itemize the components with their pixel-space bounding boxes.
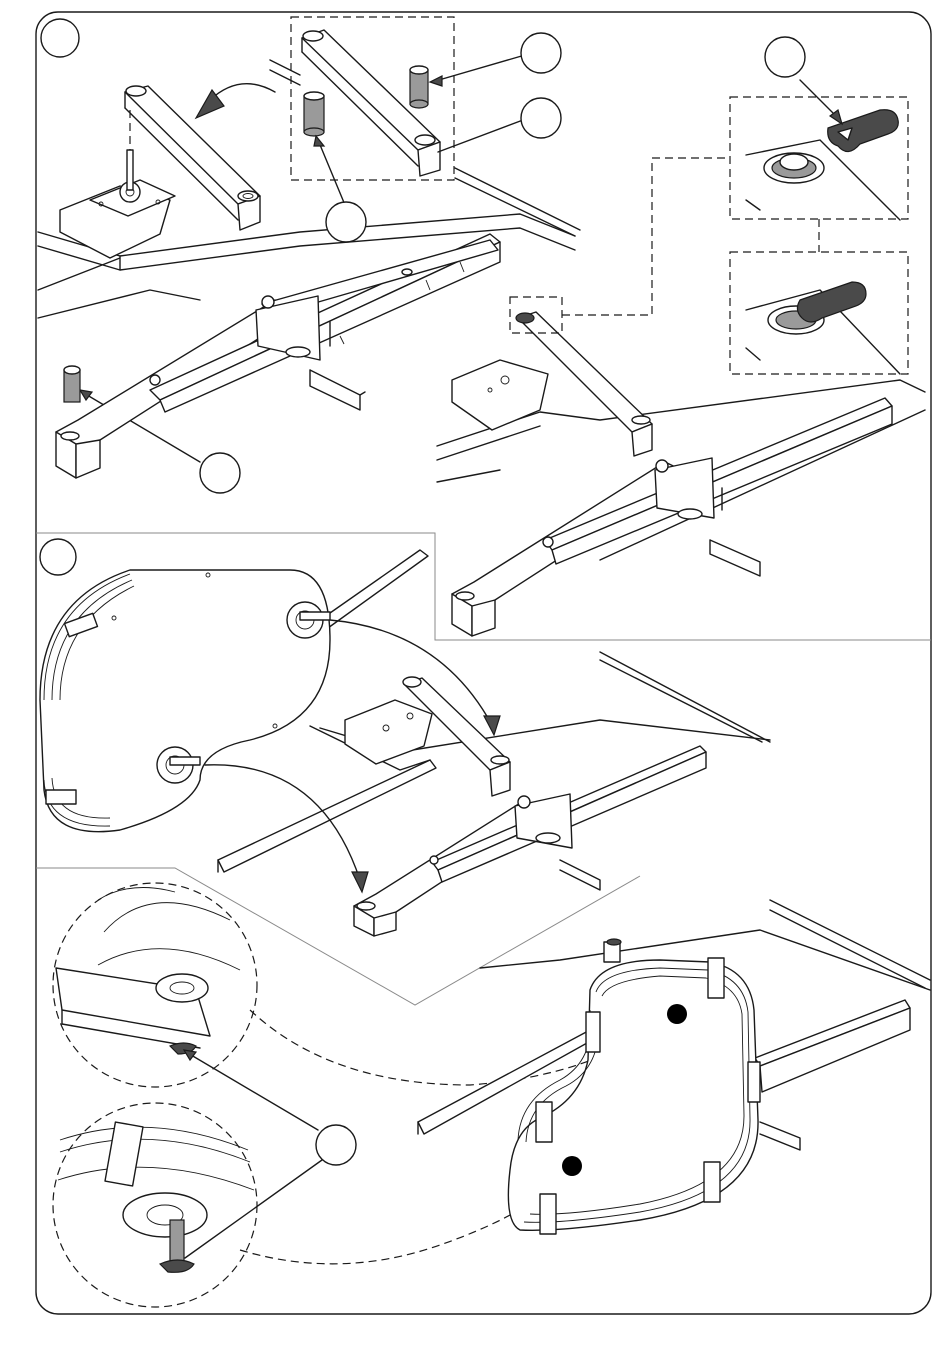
panel-3-rail <box>755 1000 910 1092</box>
panel-1-right-mounting-plate <box>452 360 548 430</box>
step-1-circle <box>41 19 79 57</box>
callout-wrench <box>765 37 842 124</box>
panel-3-kidney-shelf <box>508 939 760 1234</box>
callout-part-c <box>326 202 366 242</box>
panel-1-swap-arrow <box>210 84 275 100</box>
panel-1-spacer-tube-right <box>410 66 428 108</box>
callout-part-a <box>521 33 561 73</box>
panel-1-swap-arrowhead-icon <box>196 90 224 118</box>
panel-1-spacer-tube-left <box>304 92 324 136</box>
panel-2-mounting-plate <box>345 700 432 764</box>
callout-part-d <box>200 453 240 493</box>
panel-1-mounting-plate <box>60 110 175 258</box>
panel-1-swing-arm-assembly <box>56 234 500 478</box>
panel-2-arrowhead-upper-icon <box>484 716 500 735</box>
panel-2-arrowhead-lower-icon <box>352 872 368 892</box>
panel-1-spacer-tube-bottom <box>64 366 80 402</box>
callout-locking-nut <box>184 1050 356 1258</box>
step-2-circle <box>40 539 76 575</box>
panel-3-detail-circle-lower <box>53 1103 257 1307</box>
panel-3-detail-circle-upper <box>53 883 257 1087</box>
callout-part-b <box>521 98 561 138</box>
panel-2-kidney-shelf <box>40 570 330 832</box>
